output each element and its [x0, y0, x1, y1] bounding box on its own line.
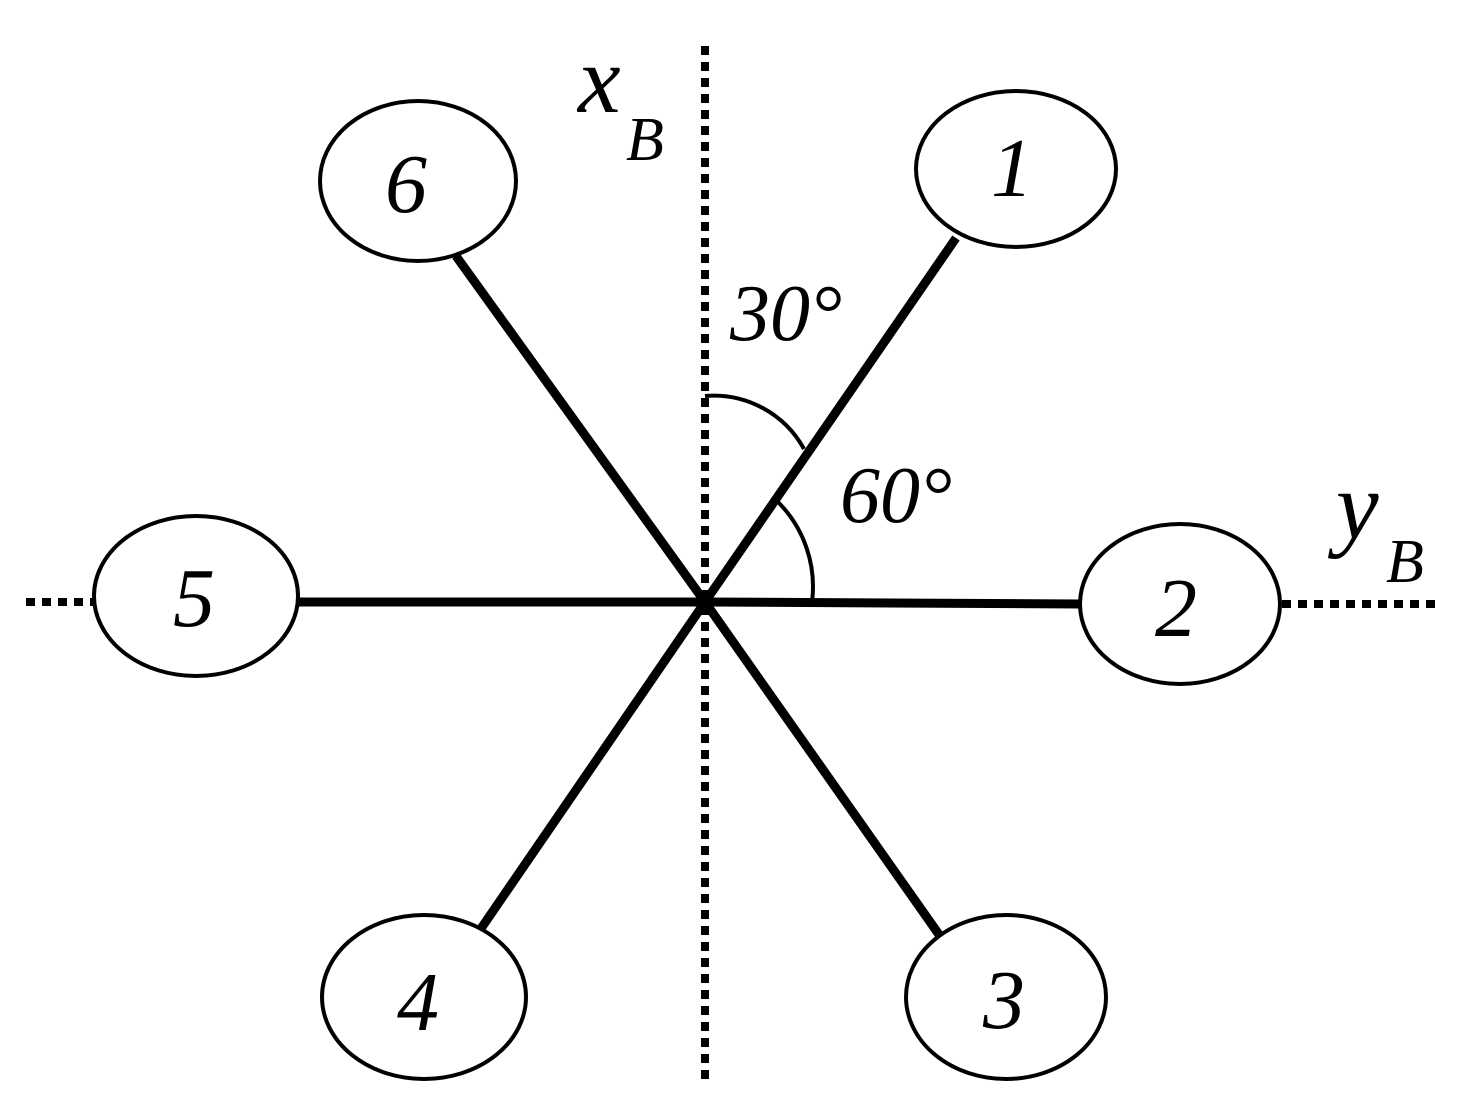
rotor-2-label: 2 — [1155, 562, 1197, 655]
y-axis-label-sub: B — [1386, 528, 1424, 596]
rotor-2: 2 — [1078, 522, 1282, 686]
rotor-4: 4 — [320, 913, 528, 1081]
x-axis-label-sub: B — [626, 106, 664, 174]
x-axis-label: x B — [576, 26, 664, 174]
arm-4 — [476, 599, 709, 933]
rotor-4-label: 4 — [397, 956, 439, 1049]
y-axis-label-main: y — [1327, 452, 1379, 559]
angle-arc-60 — [776, 500, 815, 603]
arm-3 — [701, 599, 944, 939]
angle-label-60: 60° — [840, 452, 952, 540]
arm-1 — [701, 235, 960, 605]
rotor-3: 3 — [904, 913, 1108, 1081]
angle-label-30: 30° — [729, 270, 842, 358]
rotor-6: 6 — [318, 99, 518, 263]
arm-2 — [704, 597, 1081, 609]
arm-6 — [452, 253, 709, 605]
rotor-5: 5 — [92, 514, 300, 678]
rotor-1-label: 1 — [991, 122, 1033, 215]
rotor-1: 1 — [914, 89, 1118, 249]
y-axis-label: y B — [1327, 452, 1424, 596]
rotor-5-label: 5 — [173, 552, 215, 645]
rotor-6-label: 6 — [385, 138, 427, 231]
x-axis-label-main: x — [576, 26, 621, 133]
angle-arc-30 — [704, 393, 806, 450]
rotor-3-label: 3 — [982, 954, 1025, 1047]
